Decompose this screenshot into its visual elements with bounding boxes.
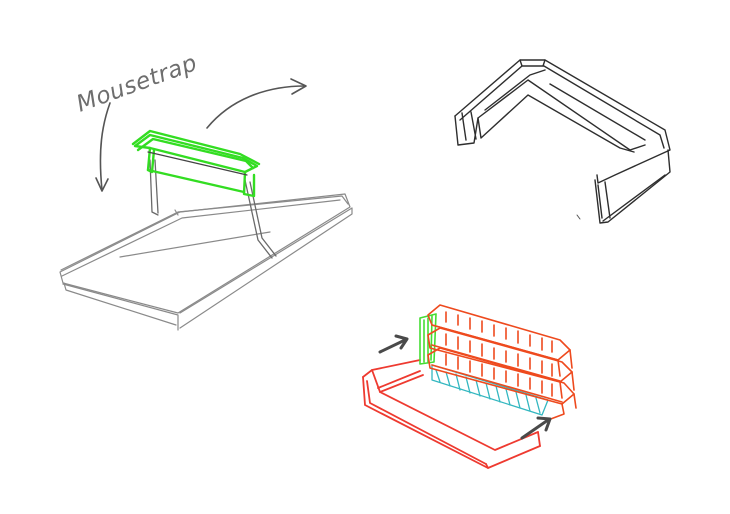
curved-arrow-down-icon [95, 102, 111, 192]
mousetrap-base [59, 193, 353, 331]
caption-group: Mousetrap [73, 50, 201, 118]
u-bracket-sketch [454, 59, 671, 224]
tray-outline [362, 359, 541, 469]
mousetrap-bar [147, 151, 248, 176]
tray-assembly-sketch [362, 304, 577, 469]
mousetrap-sketch [59, 129, 353, 331]
mousetrap-spring-frame [131, 129, 261, 198]
curved-arrow-right-icon [206, 78, 307, 129]
mousetrap-posts [149, 159, 277, 259]
straight-arrow-icon-lower [520, 416, 552, 440]
tray-shadow [431, 364, 549, 416]
straight-arrow-icon [378, 334, 409, 354]
caption-label: Mousetrap [73, 50, 201, 118]
block-stack [427, 304, 577, 421]
u-bracket-mark [576, 214, 581, 220]
